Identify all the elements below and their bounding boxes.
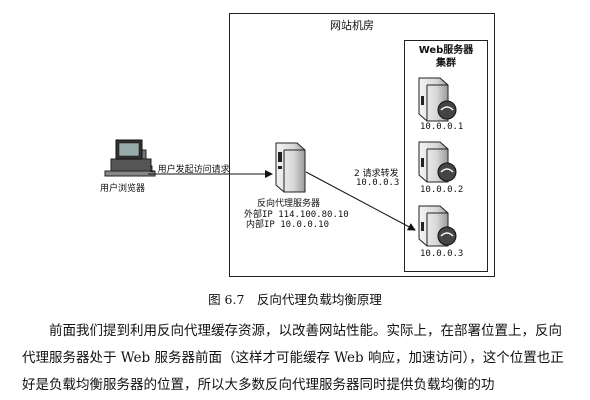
step2-ip: 10.0.0.3: [356, 178, 400, 188]
web-server-3-icon: [418, 205, 457, 247]
server-3-ip: 10.0.0.3: [420, 249, 464, 259]
proxy-title: 反向代理服务器: [257, 199, 321, 209]
body-text: 前面我们提到利用反向代理缓存资源，以改善网站性能。实际上，在部署位置上，反向代理…: [22, 318, 574, 399]
diagram-graphics: [104, 77, 457, 247]
web-cluster-title: Web服务器 集群: [418, 45, 474, 69]
proxy-server-icon: [275, 142, 306, 193]
forward-arrow: [305, 171, 416, 231]
step1-label: 1 用户发起访问请求: [149, 165, 230, 175]
web-server-1-icon: [418, 77, 457, 122]
proxy-external-ip: 外部IP 114.100.80.10: [244, 210, 349, 220]
web-server-2-icon: [418, 141, 457, 183]
client-label: 用户浏览器: [100, 184, 146, 194]
datacenter-frame: [229, 13, 495, 277]
datacenter-title: 网站机房: [330, 19, 374, 32]
figure-caption: 图 6.7 反向代理负载均衡原理: [208, 292, 382, 307]
step2-label: 2 请求转发: [354, 169, 399, 179]
proxy-internal-ip: 内部IP 10.0.0.10: [246, 220, 330, 230]
server-2-ip: 10.0.0.2: [420, 185, 464, 195]
client-computer-icon: [104, 139, 156, 177]
body-paragraph: 前面我们提到利用反向代理缓存资源，以改善网站性能。实际上，在部署位置上，反向代理…: [22, 323, 564, 393]
server-1-ip: 10.0.0.1: [420, 122, 464, 132]
